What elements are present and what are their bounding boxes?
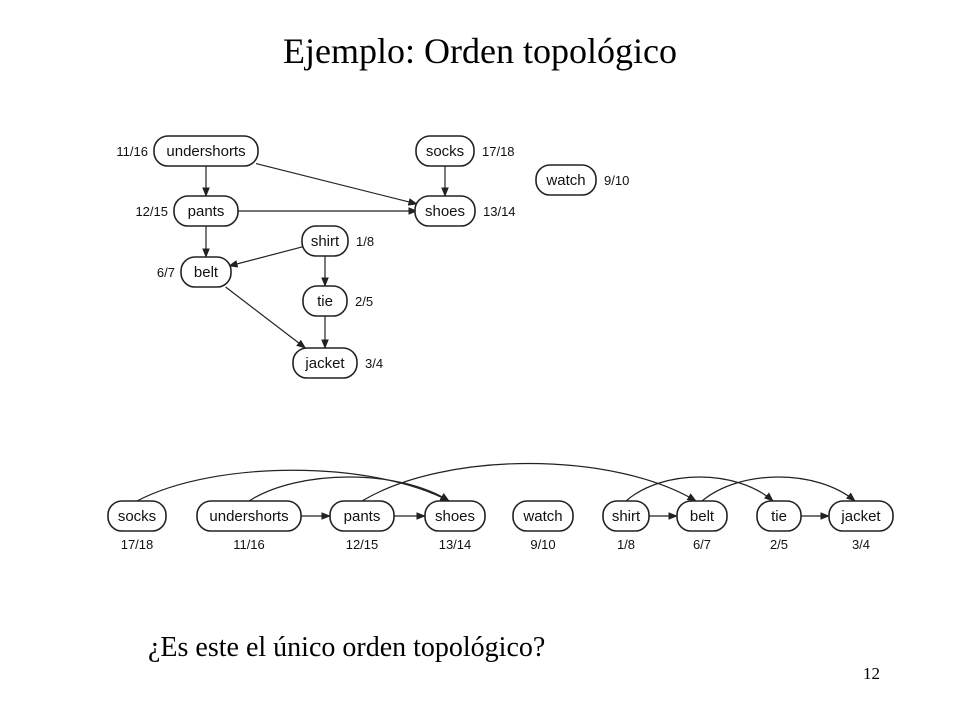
graph-node-pants: pants 12/15 — [135, 195, 239, 227]
graph-node-jacket: jacket 3/4 — [292, 347, 383, 379]
graph-node-label: pants — [188, 203, 225, 220]
graph-node-label: shirt — [311, 233, 340, 250]
graph-node-label: socks — [426, 143, 464, 160]
graph-time-stamp: 6/7 — [157, 265, 175, 280]
order-time-stamp: 11/16 — [233, 537, 265, 552]
order-node-shape — [828, 500, 894, 532]
order-time-stamp: 12/15 — [346, 537, 379, 552]
order-time-stamp: 1/8 — [617, 537, 635, 552]
order-edge-socks-to-shoes — [136, 469, 450, 502]
graph-node-shape — [414, 195, 476, 227]
graph-node-socks: socks 17/18 — [415, 135, 515, 167]
order-node-socks: socks 17/18 — [107, 500, 167, 552]
graph-node-label: tie — [317, 293, 333, 310]
graph-time-stamp: 11/16 — [116, 144, 148, 159]
order-node-shape — [512, 500, 574, 532]
order-node-shape — [329, 500, 395, 532]
graph-node-belt: belt 6/7 — [157, 256, 232, 288]
order-node-undershorts: undershorts 11/16 — [196, 500, 302, 552]
order-node-belt: belt 6/7 — [676, 500, 728, 552]
graph-edge-shirt-to-belt — [228, 245, 305, 268]
graph-time-stamp: 17/18 — [482, 144, 515, 159]
order-node-label: belt — [690, 508, 715, 525]
order-node-label: shirt — [612, 508, 641, 525]
order-time-stamp: 3/4 — [852, 537, 870, 552]
graph-node-shirt: shirt 1/8 — [301, 225, 374, 257]
order-node-shape — [424, 500, 486, 532]
graph-time-stamp: 13/14 — [483, 204, 516, 219]
order-time-stamp: 2/5 — [770, 537, 788, 552]
order-node-pants: pants 12/15 — [329, 500, 395, 552]
graph-node-shape — [292, 347, 358, 379]
graph-node-shape — [180, 256, 232, 288]
graph-node-shape — [415, 135, 475, 167]
graph-edge-undershorts-to-shoes — [255, 162, 418, 206]
order-node-label: tie — [771, 508, 787, 525]
graph-time-stamp: 1/8 — [356, 234, 374, 249]
graph-node-tie: tie 2/5 — [302, 285, 373, 317]
order-edge-shirt-to-tie — [625, 476, 774, 502]
order-edge-belt-to-jacket — [701, 476, 856, 502]
nodes-layer: undershorts 11/16 socks 17/18 watch 9/10 pants… — [107, 135, 894, 552]
order-node-shape — [602, 500, 650, 532]
graph-node-label: undershorts — [166, 143, 245, 160]
graph-time-stamp: 2/5 — [355, 294, 373, 309]
order-node-label: jacket — [840, 508, 881, 525]
graph-node-shape — [535, 164, 597, 196]
order-edge-undershorts-to-shoes — [248, 476, 450, 502]
order-time-stamp: 9/10 — [530, 537, 555, 552]
graph-time-stamp: 12/15 — [135, 204, 168, 219]
question-text: ¿Es este el único orden topológico? — [148, 632, 546, 663]
graph-node-label: jacket — [304, 355, 345, 372]
order-node-label: undershorts — [209, 508, 288, 525]
order-node-shirt: shirt 1/8 — [602, 500, 650, 552]
order-edge-pants-to-belt — [361, 462, 697, 502]
order-node-shape — [676, 500, 728, 532]
order-node-shape — [107, 500, 167, 532]
graph-node-shoes: shoes 13/14 — [414, 195, 516, 227]
edges-layer — [136, 162, 856, 520]
order-node-watch: watch 9/10 — [512, 500, 574, 552]
order-node-tie: tie 2/5 — [756, 500, 802, 552]
order-node-jacket: jacket 3/4 — [828, 500, 894, 552]
graph-node-shape — [302, 285, 348, 317]
graph-time-stamp: 3/4 — [365, 356, 383, 371]
slide-title: Ejemplo: Orden topológico — [283, 31, 677, 71]
order-node-label: socks — [118, 508, 156, 525]
graph-node-label: shoes — [425, 203, 465, 220]
order-time-stamp: 13/14 — [439, 537, 472, 552]
graph-node-label: watch — [545, 172, 585, 189]
order-node-label: shoes — [435, 508, 475, 525]
order-node-shoes: shoes 13/14 — [424, 500, 486, 552]
order-node-shape — [756, 500, 802, 532]
graph-node-label: belt — [194, 264, 219, 281]
graph-node-shape — [173, 195, 239, 227]
graph-node-shape — [301, 225, 349, 257]
page-number: 12 — [863, 664, 880, 683]
graph-time-stamp: 9/10 — [604, 173, 629, 188]
order-node-label: watch — [522, 508, 562, 525]
graph-node-shape — [153, 135, 259, 167]
order-node-label: pants — [344, 508, 381, 525]
order-time-stamp: 6/7 — [693, 537, 711, 552]
graph-node-undershorts: undershorts 11/16 — [116, 135, 259, 167]
graph-node-watch: watch 9/10 — [535, 164, 629, 196]
order-node-shape — [196, 500, 302, 532]
order-time-stamp: 17/18 — [121, 537, 154, 552]
graph-edge-belt-to-jacket — [225, 286, 307, 349]
